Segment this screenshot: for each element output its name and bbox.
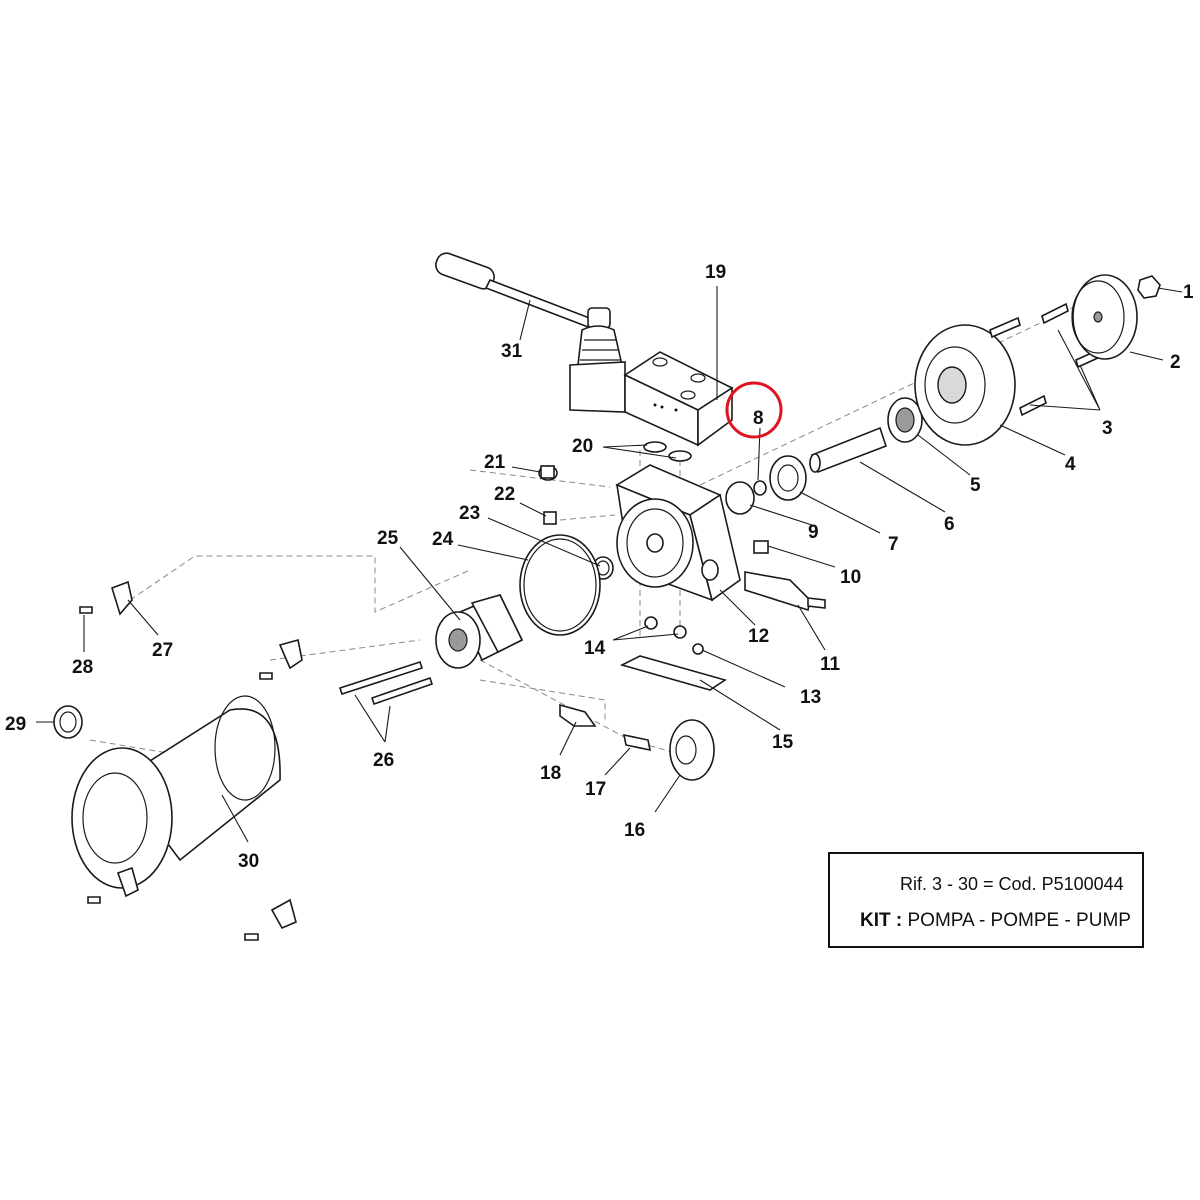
callout-13: 13: [800, 687, 821, 708]
drive-shaft: [809, 426, 888, 474]
callout-4: 4: [1065, 454, 1076, 475]
oil-tank: [71, 695, 281, 889]
motor-flange: [914, 324, 1016, 446]
callout-1: 1: [1183, 282, 1194, 303]
tank-brackets: [79, 580, 303, 941]
filter-cap: [669, 719, 715, 781]
kit-name: POMPA - POMPE - PUMP: [907, 910, 1131, 931]
kit-description: KIT : POMPA - POMPE - PUMP: [860, 910, 1131, 932]
callout-19: 19: [705, 262, 726, 283]
highlight-circle: [725, 381, 783, 439]
pulley: [1071, 274, 1138, 360]
bearing: [769, 455, 807, 501]
callout-3: 3: [1102, 418, 1113, 439]
callout-18: 18: [540, 763, 561, 784]
callout-29: 29: [5, 714, 26, 735]
callout-30: 30: [238, 851, 259, 872]
valve-o-rings: [643, 441, 692, 462]
callout-15: 15: [772, 732, 794, 753]
kit-reference-code: Rif. 3 - 30 = Cod. P5100044: [900, 874, 1124, 894]
callout-12: 12: [748, 626, 769, 647]
circlip: [725, 481, 755, 515]
nipple-fitting: [622, 733, 652, 752]
gear-pump: [435, 593, 524, 669]
large-o-ring-inner: [523, 538, 597, 632]
small-ring: [753, 480, 767, 496]
base-plate: [619, 655, 727, 691]
callout-28: 28: [72, 657, 93, 678]
pressure-valve: [744, 571, 826, 612]
nut: [1137, 275, 1161, 299]
plug-10: [753, 540, 769, 554]
grub-screws: [644, 616, 704, 655]
callout-20: 20: [572, 436, 593, 457]
valve-block: [569, 351, 734, 447]
callout-10: 10: [840, 567, 861, 588]
callout-9: 9: [808, 522, 819, 543]
callout-22: 22: [494, 484, 515, 505]
callout-5: 5: [970, 475, 981, 496]
callout-23: 23: [459, 503, 480, 524]
callout-16: 16: [624, 820, 645, 841]
callout-25: 25: [377, 528, 399, 549]
callout-2: 2: [1170, 352, 1181, 373]
kit-label: KIT :: [860, 910, 903, 931]
control-lever: [435, 252, 623, 371]
callout-31: 31: [501, 341, 523, 362]
elbow-fitting: [559, 703, 597, 727]
callout-21: 21: [484, 452, 506, 473]
long-bolts: [338, 660, 434, 706]
flange-bearing: [887, 397, 923, 443]
breather-cap: [53, 705, 83, 739]
callout-26: 26: [373, 750, 394, 771]
pump-body: [615, 464, 741, 602]
callout-7: 7: [888, 534, 899, 555]
callout-24: 24: [432, 529, 454, 550]
callout-6: 6: [944, 514, 955, 535]
kit-info-box: Rif. 3 - 30 = Cod. P5100044 KIT : POMPA …: [828, 852, 1144, 948]
callout-11: 11: [820, 654, 841, 675]
callout-17: 17: [585, 779, 606, 800]
leader-lines: [36, 286, 1183, 843]
large-o-ring: [519, 534, 601, 636]
callout-27: 27: [152, 640, 173, 661]
callout-numbers: 1 2 3 4 5 6 7 8 9 10 11 12 13 14 15 16 1…: [5, 262, 1194, 872]
callout-8: 8: [753, 408, 764, 429]
callout-14: 14: [584, 638, 606, 659]
